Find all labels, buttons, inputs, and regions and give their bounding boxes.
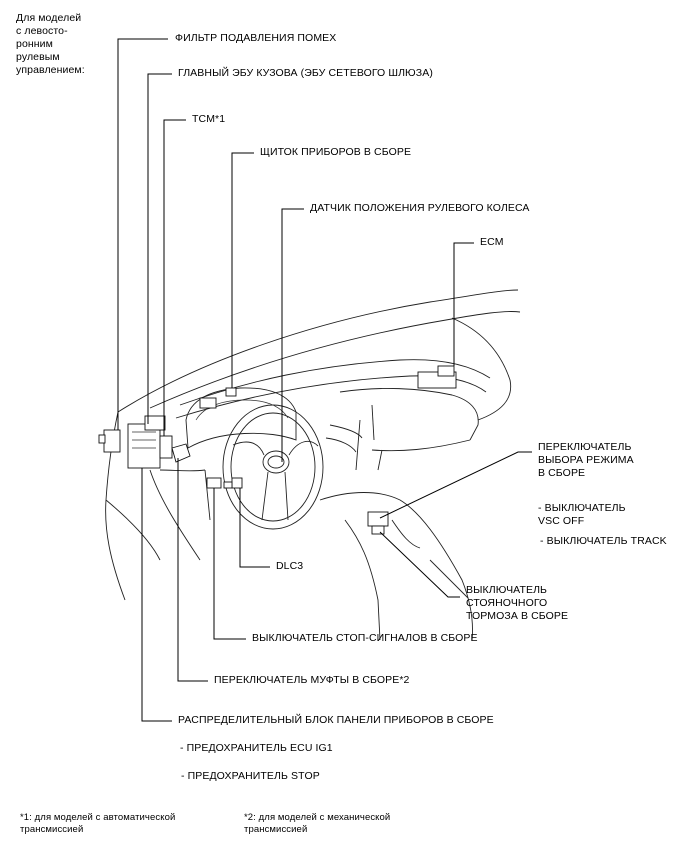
steering-wheel-inner xyxy=(230,412,316,522)
noise-filter-shape xyxy=(103,429,121,453)
main-body-ecu-label: ГЛАВНЫЙ ЭБУ КУЗОВА (ЭБУ СЕТЕВОГО ШЛЮЗА) xyxy=(178,67,433,79)
ecu-ig1-fuse-label: - ПРЕДОХРАНИТЕЛЬ ECU IG1 xyxy=(180,742,333,754)
leader-parking-brake xyxy=(379,531,460,598)
tcm-shape xyxy=(171,443,191,463)
steering-wheel-outer xyxy=(222,404,324,530)
tcm-label: TCM*1 xyxy=(192,113,226,125)
leader-tcm xyxy=(163,119,186,436)
dlc3-shape xyxy=(231,477,243,489)
windshield-inner xyxy=(149,311,521,409)
meter-clip xyxy=(225,387,237,397)
leader-noise-filter xyxy=(117,38,168,430)
leader-mode-switch xyxy=(379,451,532,519)
footnote-1: *1: для моделей с автоматической трансми… xyxy=(20,812,176,835)
leader-main-body-ecu xyxy=(147,73,172,424)
stop-switch-shape xyxy=(206,477,222,489)
track-switch-label: - ВЫКЛЮЧАТЕЛЬ TRACK xyxy=(540,535,667,547)
noise-filter-label: ФИЛЬТР ПОДАВЛЕНИЯ ПОМЕХ xyxy=(175,32,337,44)
ecm-label: ECM xyxy=(480,236,504,248)
dlc3-label: DLC3 xyxy=(276,560,304,572)
pillar-right xyxy=(451,317,512,421)
junction-block-label: РАСПРЕДЕЛИТЕЛЬНЫЙ БЛОК ПАНЕЛИ ПРИБОРОВ В… xyxy=(178,714,494,726)
mode-switch-shape xyxy=(367,511,389,527)
junction-block-shape xyxy=(127,423,161,469)
leader-clutch xyxy=(177,458,208,682)
vsc-off-switch-label: - ВЫКЛЮЧАТЕЛЬ VSC OFF xyxy=(538,502,626,527)
leader-meter xyxy=(231,152,254,388)
clutch-switch-label: ПЕРЕКЛЮЧАТЕЛЬ МУФТЫ В СБОРЕ*2 xyxy=(214,674,410,686)
parking-brake-switch-label: ВЫКЛЮЧАТЕЛЬ СТОЯНОЧНОГО ТОРМОЗА В СБОРЕ xyxy=(466,584,569,622)
center-console xyxy=(319,492,473,641)
mode-select-switch-label: ПЕРЕКЛЮЧАТЕЛЬ ВЫБОРА РЕЖИМА В СБОРЕ xyxy=(538,441,634,479)
leader-stop-light xyxy=(213,488,246,640)
steering-hub xyxy=(262,450,290,474)
combination-meter-label: ЩИТОК ПРИБОРОВ В СБОРЕ xyxy=(260,146,412,158)
lhd-note: Для моделей с левосто- ронним рулевым уп… xyxy=(16,12,85,76)
leader-steering-sensor xyxy=(281,208,304,462)
steering-angle-sensor-label: ДАТЧИК ПОЛОЖЕНИЯ РУЛЕВОГО КОЛЕСА xyxy=(310,202,530,214)
leader-junction-block xyxy=(141,468,172,722)
stop-light-switch-label: ВЫКЛЮЧАТЕЛЬ СТОП-СИГНАЛОВ В СБОРЕ xyxy=(252,632,478,644)
leader-ecm xyxy=(453,242,474,366)
leader-dlc3 xyxy=(239,488,270,568)
stop-fuse-label: - ПРЕДОХРАНИТЕЛЬ STOP xyxy=(181,770,320,782)
footnote-2: *2: для моделей с механической трансмисс… xyxy=(244,812,391,835)
dash-right xyxy=(339,388,479,441)
meter-cluster xyxy=(185,387,297,449)
windshield-outline xyxy=(117,289,519,413)
